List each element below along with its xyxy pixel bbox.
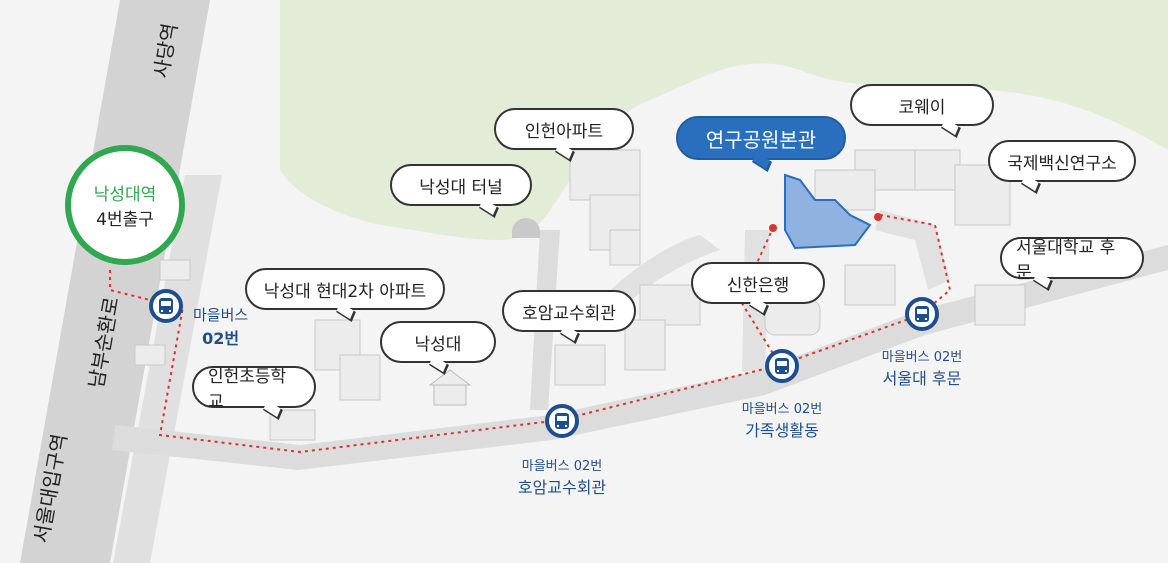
bus-stop-name: 02번: [202, 329, 240, 348]
bus-stop-1[interactable]: [149, 289, 183, 323]
road-east: [875, 210, 950, 290]
bus-stop-route: 마을버스 02번: [881, 350, 963, 365]
road-curve: [600, 235, 720, 315]
bus-icon: [159, 298, 173, 314]
road-sadang: [20, 0, 210, 563]
tunnel-icon: [512, 218, 540, 238]
label-main-building[interactable]: 연구공원본관: [676, 116, 846, 160]
bus-icon: [775, 358, 789, 374]
label-hoam-hall[interactable]: 호암교수회관: [502, 290, 636, 332]
bus-stop-name: 호암교수회관: [517, 478, 607, 497]
bus-stop-route: 마을버스: [193, 306, 249, 324]
label-coway[interactable]: 코웨이: [850, 84, 994, 126]
bus-icon: [915, 306, 929, 322]
station-exit: 4번출구: [96, 210, 154, 230]
bus-stop-route: 마을버스 02번: [521, 459, 603, 474]
bus-stop-route: 마을버스 02번: [741, 402, 823, 417]
bus-stop-4[interactable]: [905, 297, 939, 331]
pavilion-icon: [428, 369, 472, 406]
label-tunnel[interactable]: 낙성대 터널: [390, 164, 532, 206]
label-hyundai-apt[interactable]: 낙성대 현대2차 아파트: [245, 268, 445, 310]
bus-stop-3[interactable]: [765, 349, 799, 383]
bus-stop-2-label: 마을버스 02번 호암교수회관: [512, 455, 612, 498]
bus-stop-3-label: 마을버스 02번 가족생활동: [732, 398, 832, 441]
bus-stop-name: 가족생활동: [745, 421, 819, 440]
road-lower: [112, 245, 1168, 470]
label-nakseongdae[interactable]: 낙성대: [380, 321, 496, 363]
label-inheon-school[interactable]: 인헌초등학교: [192, 366, 316, 412]
label-shinhan[interactable]: 신한은행: [691, 262, 825, 304]
station-marker[interactable]: 낙성대역 4번출구: [65, 145, 185, 265]
label-inheon-apt[interactable]: 인헌아파트: [494, 108, 634, 150]
bus-route: [109, 214, 952, 454]
main-building-shape: [784, 173, 872, 250]
station-name: 낙성대역: [93, 185, 157, 205]
bus-stop-2[interactable]: [545, 404, 579, 438]
bus-stop-4-label: 마을버스 02번 서울대 후문: [872, 346, 972, 389]
road-nambu: [113, 175, 222, 563]
bus-stop-name: 서울대 후문: [882, 369, 962, 388]
label-snu-backgate[interactable]: 서울대학교 후문: [1000, 237, 1144, 283]
bus-icon: [555, 413, 569, 429]
bus-stop-1-label: 마을버스 02번: [193, 304, 248, 349]
label-ivi[interactable]: 국제백신연구소: [988, 140, 1136, 182]
